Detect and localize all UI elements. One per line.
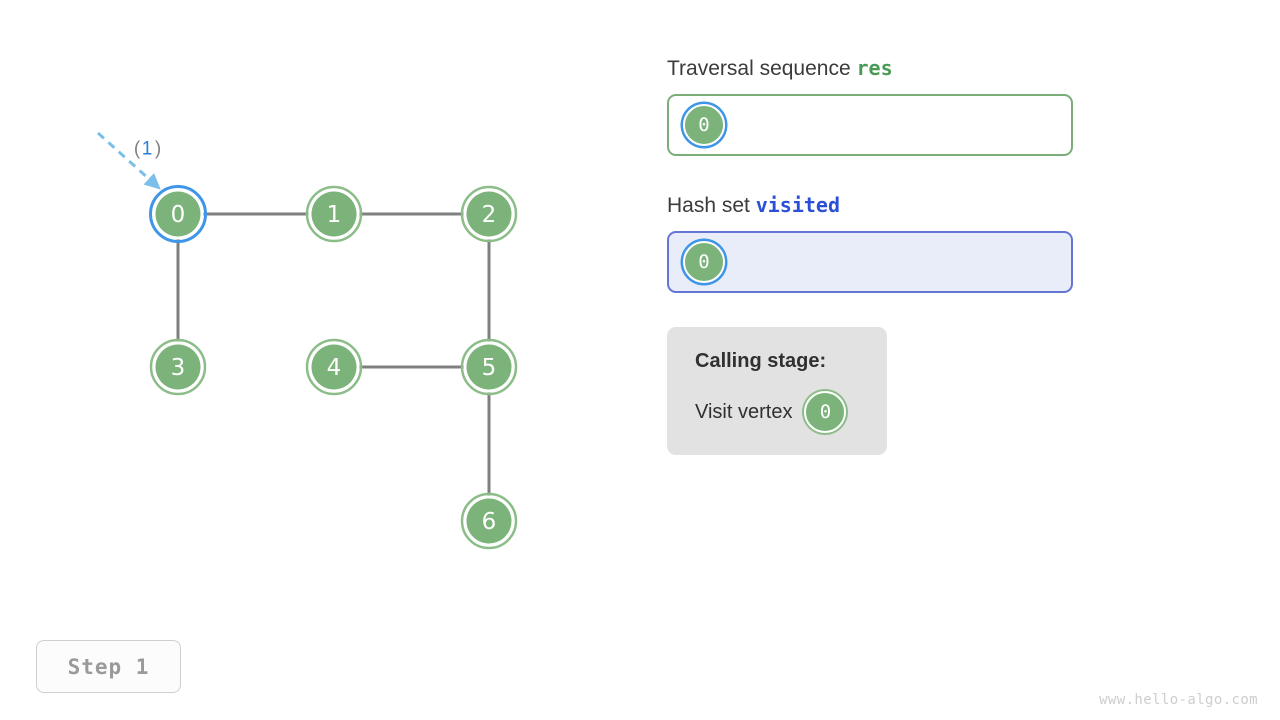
graph-node-1-outer-ring — [305, 185, 363, 243]
graph-node-6-body — [466, 498, 512, 544]
graph-node-0-body — [155, 191, 201, 237]
calling-stage-vertex-token: 0 — [804, 391, 847, 433]
visited-heading-text: Hash set — [667, 194, 750, 217]
watermark: www.hello-algo.com — [1099, 692, 1258, 708]
graph-node-4[interactable]: 4 — [305, 338, 363, 396]
graph-node-2[interactable]: 2 — [460, 185, 518, 243]
graph-node-3-inner-ring — [152, 341, 204, 393]
graph-node-0[interactable]: 0 — [149, 185, 207, 243]
traversal-heading: Traversal sequence res — [667, 55, 1107, 82]
calling-stage-action: Visit vertex — [695, 401, 793, 423]
graph-node-0-inner-ring — [152, 188, 204, 240]
visited-item-0[interactable]: 0 — [683, 241, 725, 283]
graph-node-5-body — [466, 344, 512, 390]
graph-node-0-label: 0 — [171, 202, 186, 228]
visited-set-box: 0 — [667, 231, 1073, 293]
pointer-close-paren: ) — [155, 139, 161, 160]
calling-stage-row: Visit vertex 0 — [695, 391, 861, 433]
traversal-heading-text: Traversal sequence — [667, 57, 851, 80]
traversal-sequence-box: 0 — [667, 94, 1073, 156]
state-panel: Traversal sequence res 0 Hash set visite… — [667, 55, 1107, 455]
graph-node-6-label: 6 — [482, 509, 497, 535]
graph-node-3-outer-ring — [149, 338, 207, 396]
graph-nodes: 0 1 2 — [149, 185, 518, 550]
graph-node-5[interactable]: 5 — [460, 338, 518, 396]
calling-stage-title: Calling stage: — [695, 350, 827, 372]
calling-stage-box: Calling stage: Visit vertex 0 — [667, 327, 887, 455]
graph-node-1-label: 1 — [327, 202, 342, 228]
graph-node-2-outer-ring — [460, 185, 518, 243]
graph-node-5-label: 5 — [482, 355, 497, 381]
graph-node-1-body — [311, 191, 357, 237]
pointer-annotation: ( 1 ) — [96, 131, 161, 190]
pointer-open-paren: ( — [134, 139, 141, 160]
visited-heading-code: visited — [755, 193, 841, 217]
graph-node-1[interactable]: 1 — [305, 185, 363, 243]
graph-node-3[interactable]: 3 — [149, 338, 207, 396]
panel-spacer-1 — [667, 156, 1107, 192]
traversal-item-0[interactable]: 0 — [683, 104, 725, 146]
graph-node-6-inner-ring — [463, 495, 515, 547]
graph-node-0-highlight-ring — [149, 185, 207, 243]
graph-node-4-outer-ring — [305, 338, 363, 396]
graph-node-2-body — [466, 191, 512, 237]
graph-node-4-inner-ring — [308, 341, 360, 393]
visited-heading: Hash set visited — [667, 192, 1107, 219]
step-badge: Step 1 — [36, 640, 181, 693]
graph-node-1-inner-ring — [308, 188, 360, 240]
graph-svg: ( 1 ) 0 1 — [96, 131, 518, 550]
graph-node-2-label: 2 — [482, 202, 497, 228]
graph-node-5-outer-ring — [460, 338, 518, 396]
graph-diagram: ( 1 ) 0 1 — [0, 0, 660, 620]
pointer-index: 1 — [142, 139, 153, 160]
graph-node-5-inner-ring — [463, 341, 515, 393]
graph-node-2-inner-ring — [463, 188, 515, 240]
graph-node-3-label: 3 — [171, 355, 186, 381]
graph-node-3-body — [155, 344, 201, 390]
graph-node-6[interactable]: 6 — [460, 492, 518, 550]
graph-node-4-body — [311, 344, 357, 390]
traversal-heading-code: res — [856, 56, 893, 80]
graph-node-6-outer-ring — [460, 492, 518, 550]
graph-node-4-label: 4 — [327, 355, 342, 381]
